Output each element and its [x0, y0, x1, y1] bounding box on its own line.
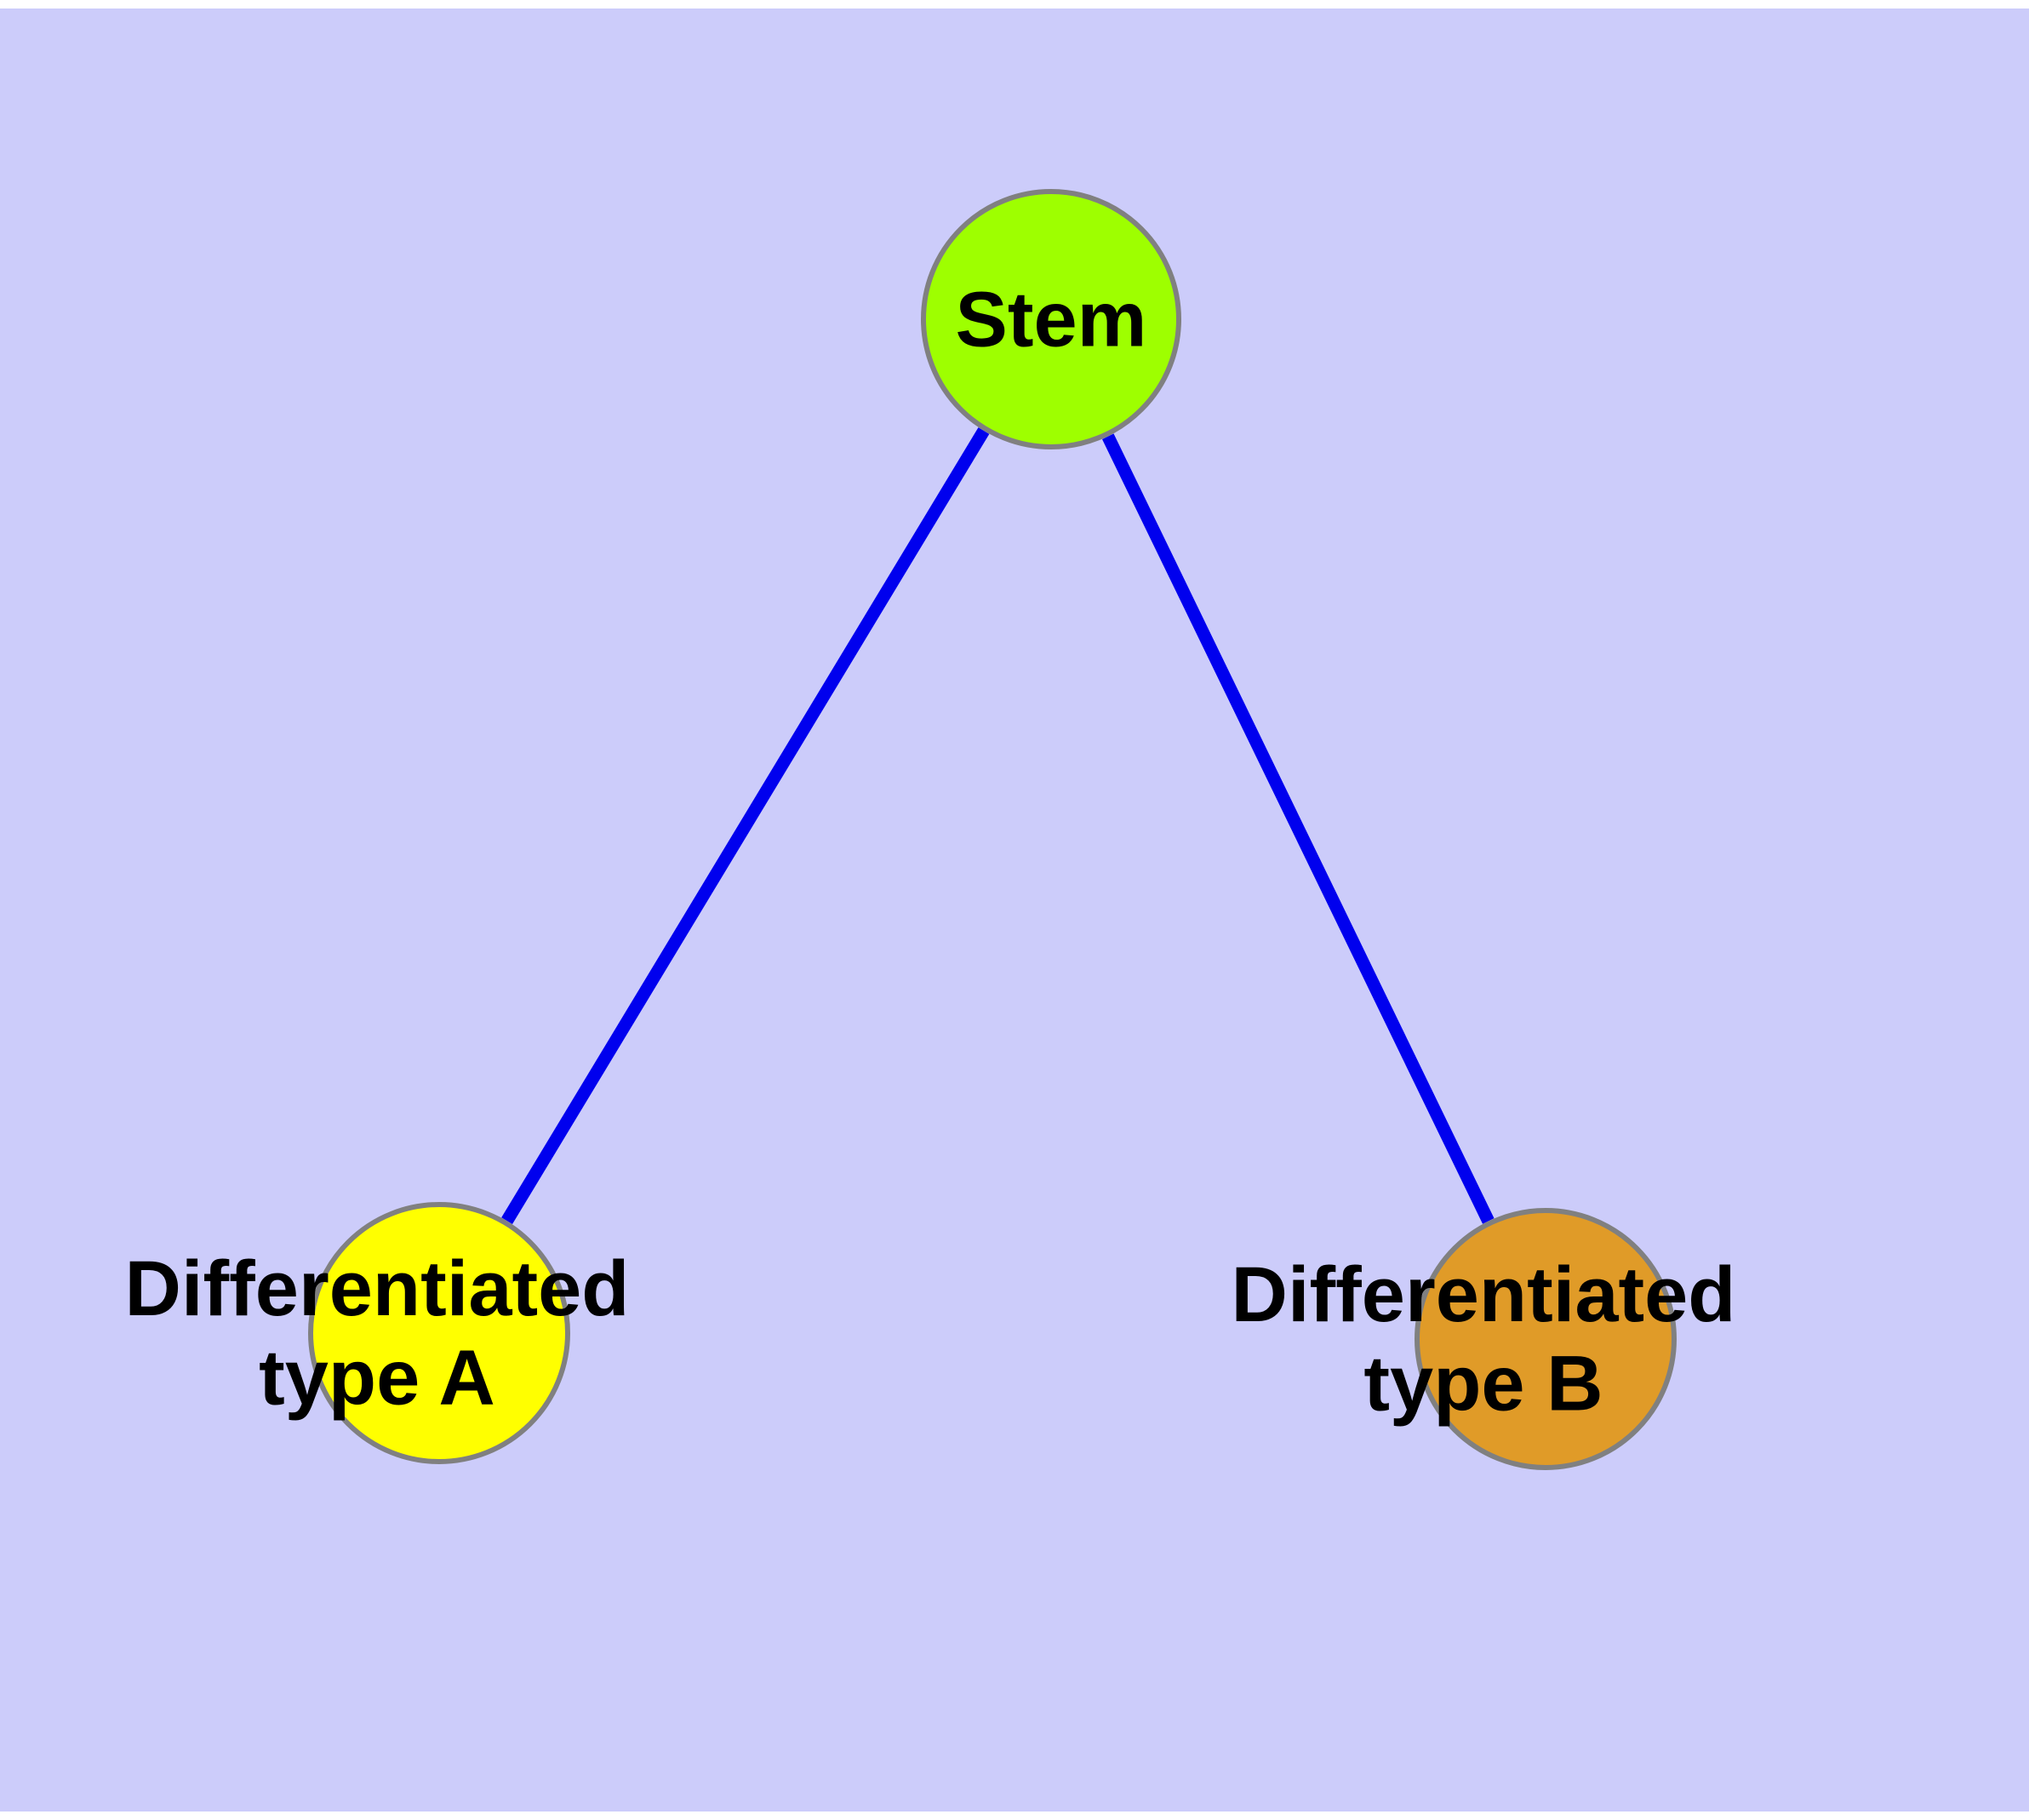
edge-stem-to-differentiated-type-b[interactable]	[1102, 433, 1495, 1224]
node-label-line: type B	[1363, 1341, 1603, 1428]
node-label-line: Stem	[956, 276, 1147, 363]
edges-layer	[501, 427, 1495, 1225]
node-label-line: Differentiated	[125, 1245, 630, 1332]
node-label-stem: Stem	[956, 276, 1147, 363]
edge-stem-to-differentiated-type-a[interactable]	[501, 427, 990, 1225]
node-label-line: Differentiated	[1232, 1251, 1736, 1338]
node-label-line: type A	[259, 1335, 495, 1422]
nodes-layer	[308, 189, 1677, 1470]
node-differentiated-type-b[interactable]	[1415, 1208, 1677, 1470]
node-differentiated-type-a[interactable]	[308, 1202, 570, 1464]
node-stem[interactable]	[921, 189, 1181, 449]
